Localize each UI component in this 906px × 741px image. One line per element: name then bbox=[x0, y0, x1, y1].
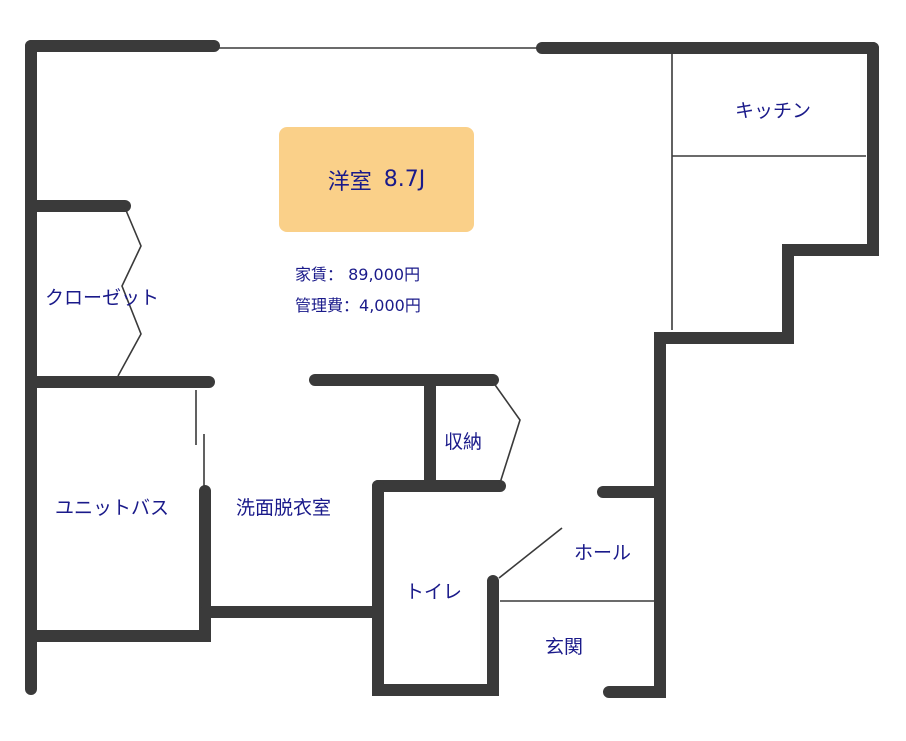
main-room-size: 8.7J bbox=[383, 167, 426, 192]
toilet-door bbox=[498, 527, 563, 579]
room-label-washroom: 洗面脱衣室 bbox=[236, 497, 332, 519]
room-label-kitchen: キッチン bbox=[735, 100, 812, 122]
management-fee-label: 管理費： bbox=[295, 296, 360, 315]
main-room-label-box: 洋室 8.7J bbox=[279, 127, 474, 232]
thin-lines bbox=[117, 47, 866, 602]
closet-door bbox=[117, 207, 142, 377]
rent-value: 89,000円 bbox=[348, 265, 421, 284]
room-label-entrance: 玄関 bbox=[545, 636, 584, 658]
rent-label: 家賃： bbox=[295, 265, 344, 284]
room-label-storage: 収納 bbox=[444, 431, 483, 453]
wall-bath-bottom bbox=[25, 485, 211, 642]
room-label-toilet: トイレ bbox=[405, 581, 463, 603]
main-room-name: 洋室 bbox=[327, 169, 372, 195]
room-label-unit-bath: ユニットバス bbox=[55, 497, 170, 519]
rent-line: 家賃： 89,000円 bbox=[295, 261, 420, 285]
wall-toilet bbox=[372, 480, 499, 696]
room-label-closet: クローゼット bbox=[45, 287, 160, 309]
room-label-hall: ホール bbox=[574, 542, 632, 564]
management-fee-line: 管理費：4,000円 bbox=[295, 292, 421, 316]
wall-right-outer bbox=[603, 42, 879, 698]
storage-door bbox=[492, 381, 521, 484]
management-fee-value: 4,000円 bbox=[359, 296, 421, 315]
walls bbox=[25, 40, 879, 698]
